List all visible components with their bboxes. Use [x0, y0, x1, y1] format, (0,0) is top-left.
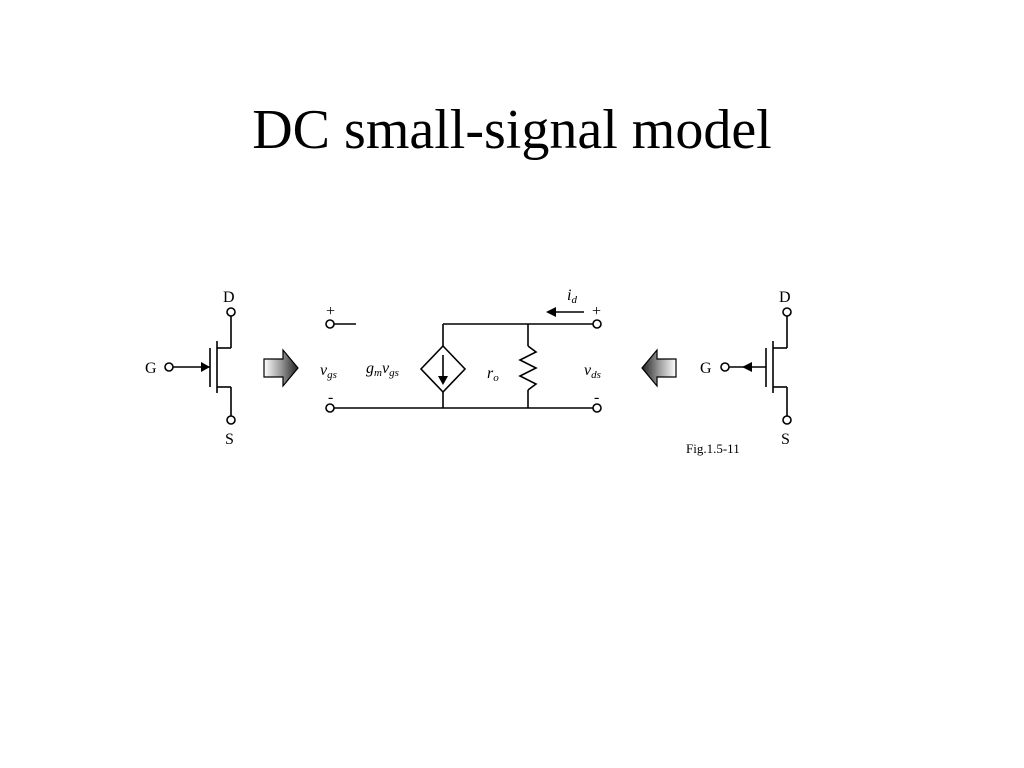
left-equivalence-arrow-icon — [641, 348, 677, 388]
right-drain-terminal — [782, 307, 792, 317]
left-drain-terminal — [226, 307, 236, 317]
figure-caption: Fig.1.5-11 — [686, 441, 740, 456]
id-label: id — [567, 287, 577, 306]
circuit-wires — [333, 323, 594, 409]
left-drain-label: D — [223, 289, 235, 306]
right-gate-terminal — [720, 362, 730, 372]
ro-label: ro — [487, 365, 499, 384]
slide-title: DC small-signal model — [252, 99, 772, 161]
left-source-label: S — [225, 431, 234, 448]
vds-minus-terminal — [592, 403, 602, 413]
vds-label: vds — [584, 362, 601, 381]
right-gate-label: G — [700, 360, 712, 377]
left-gate-label: G — [145, 360, 157, 377]
right-source-label: S — [781, 431, 790, 448]
right-gate-arrow-icon — [742, 362, 752, 372]
vds-minus-label: - — [594, 389, 599, 406]
left-mosfet-symbol — [173, 316, 232, 416]
vds-plus-terminal — [592, 319, 602, 329]
right-drain-label: D — [779, 289, 791, 306]
right-mosfet-symbol — [729, 316, 788, 416]
vgs-plus-label: + — [326, 303, 335, 320]
gm-vgs-label: gmvgs — [366, 360, 399, 379]
left-gate-terminal — [164, 362, 174, 372]
left-gate-arrow-icon — [201, 362, 210, 372]
vgs-minus-terminal — [325, 403, 335, 413]
id-arrow-icon — [546, 307, 556, 317]
vgs-minus-label: - — [328, 389, 333, 406]
right-equivalence-arrow-icon — [263, 348, 299, 388]
current-direction-arrowhead-icon — [438, 376, 448, 385]
vds-plus-label: + — [592, 303, 601, 320]
right-source-terminal — [782, 415, 792, 425]
vgs-plus-terminal — [325, 319, 335, 329]
vgs-label: vgs — [320, 362, 337, 381]
left-source-terminal — [226, 415, 236, 425]
